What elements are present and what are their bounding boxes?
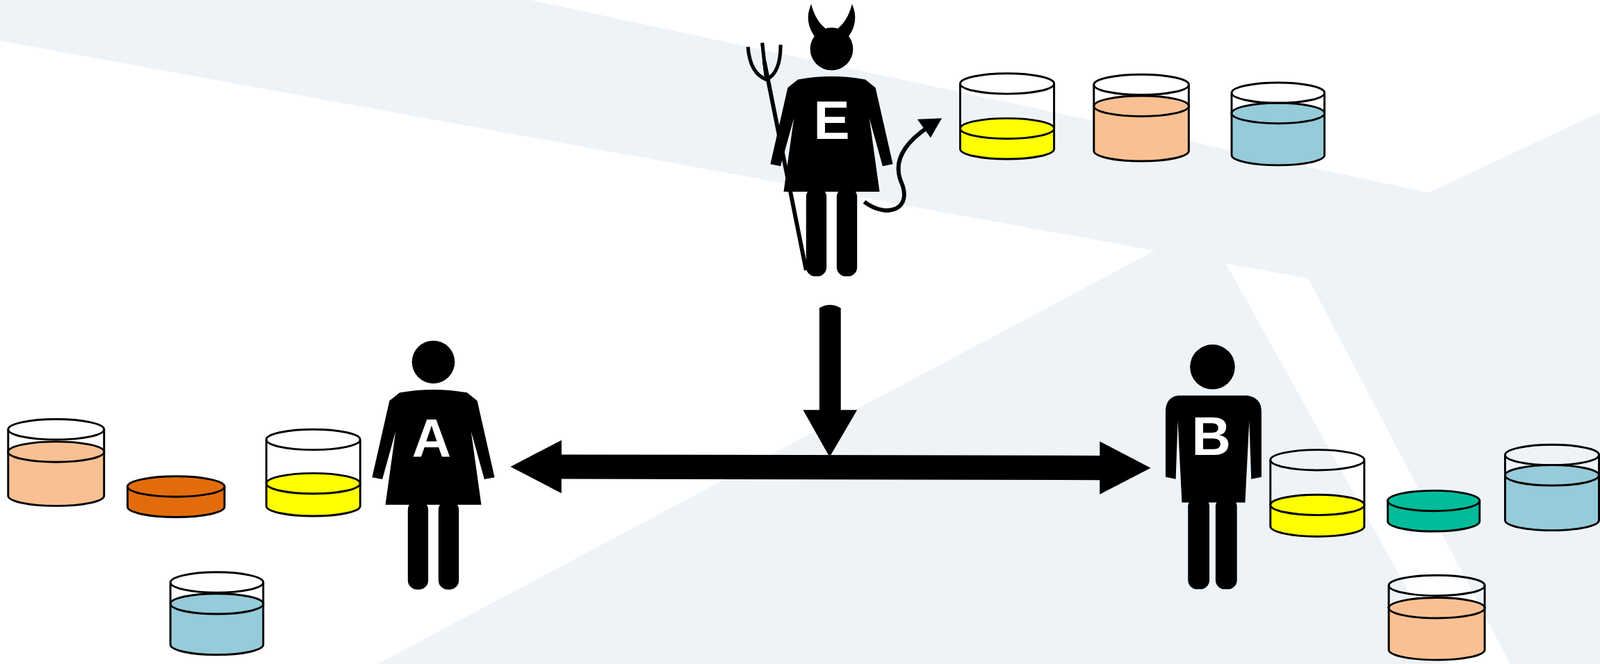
figure-letter: B: [1191, 409, 1231, 464]
intercept-arrow: [802, 305, 857, 458]
eve-figure: E: [719, 0, 946, 278]
figure-silhouette: [369, 339, 498, 595]
figure-silhouette: [1163, 344, 1264, 592]
channel-arrow: [510, 440, 1151, 495]
bob-figure: B: [1163, 344, 1264, 592]
beakers: [8, 73, 1600, 661]
alice-figure: A: [369, 339, 498, 595]
figure-letter: E: [813, 93, 850, 148]
figure-letter: A: [412, 411, 452, 466]
